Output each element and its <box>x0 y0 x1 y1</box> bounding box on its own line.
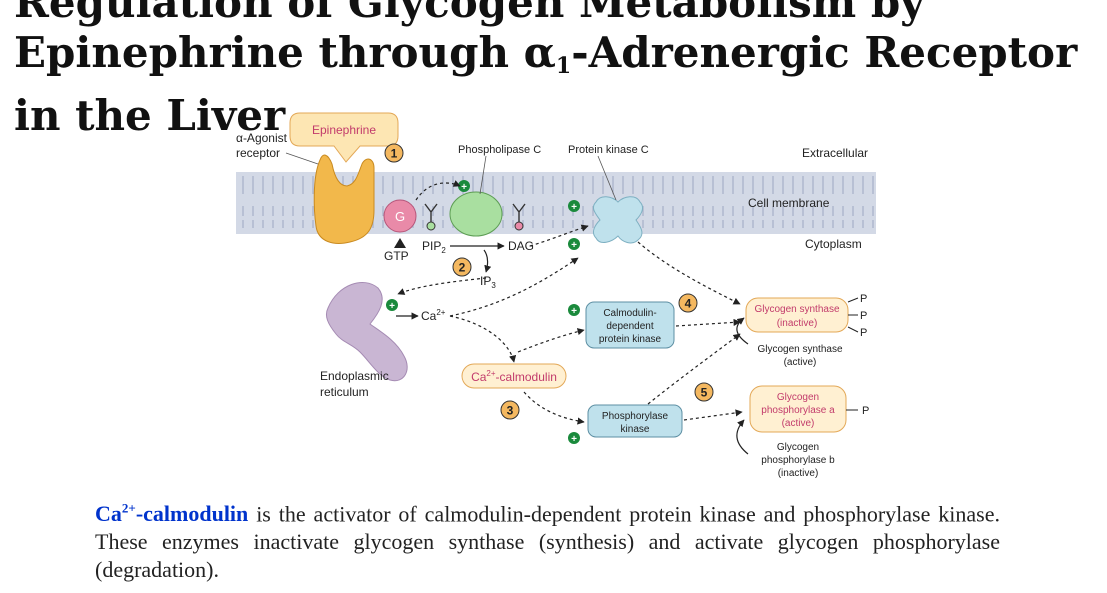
er-label-1: Endoplasmic <box>320 369 389 383</box>
protein-kinase-c <box>593 196 643 244</box>
ip3-label: IP3 <box>480 274 496 290</box>
svg-text:+: + <box>389 301 395 312</box>
ca-calmodulin-box: Ca2+-calmodulin <box>461 363 567 389</box>
glycogen-phosphorylase-a: Glycogen phosphorylase a (active) <box>749 385 847 433</box>
title-subscript: 1 <box>555 53 572 79</box>
protein-kinase-c-label: Protein kinase C <box>568 144 649 156</box>
svg-text:(active): (active) <box>782 418 815 429</box>
svg-text:(inactive): (inactive) <box>777 318 818 329</box>
svg-text:P: P <box>862 405 869 417</box>
cell-membrane-label: Cell membrane <box>748 196 830 210</box>
glycogen-synthase-inactive: Glycogen synthase (inactive) <box>745 297 849 333</box>
g-protein: G <box>383 199 417 248</box>
svg-text:P: P <box>860 293 867 305</box>
gs-active-label-1: Glycogen synthase <box>757 344 842 355</box>
epinephrine-label: Epinephrine <box>312 123 376 137</box>
activator-plus-pkc-top: + <box>568 200 580 213</box>
svg-text:Phosphorylase: Phosphorylase <box>602 411 669 422</box>
activator-plus-pkc-bottom: + <box>568 238 580 251</box>
gpb-label-2: phosphorylase b <box>761 455 835 466</box>
activator-plus-plc: + <box>458 180 470 193</box>
pathway-arrows <box>397 180 743 425</box>
page-title: Regulation of Glycogen Metabolism by Epi… <box>14 0 1078 140</box>
gpb-label-3: (inactive) <box>778 468 819 479</box>
svg-text:4: 4 <box>685 297 692 311</box>
gs-active-label-2: (active) <box>784 357 817 368</box>
agonist-receptor-label-1: α-Agonist <box>236 131 288 145</box>
step-4-badge: 4 <box>678 293 698 313</box>
svg-text:+: + <box>571 434 577 445</box>
dag-label: DAG <box>508 239 534 253</box>
activator-plus-camk: + <box>568 304 580 317</box>
caption-paragraph: Ca2+-calmodulin is the activator of calm… <box>95 495 1000 584</box>
phospholipase-c-label: Phospholipase C <box>458 144 541 156</box>
svg-text:P: P <box>860 310 867 322</box>
svg-text:+: + <box>571 240 577 251</box>
svg-text:+: + <box>571 306 577 317</box>
glycogen-synthase-phosphates: P P P <box>847 293 867 339</box>
calmodulin-dependent-protein-kinase: Calmodulin- dependent protein kinase <box>585 301 675 349</box>
phospholipase-c <box>449 191 503 237</box>
step-5-badge: 5 <box>694 382 714 402</box>
alpha-agonist-receptor <box>313 154 375 244</box>
step-2-badge: 2 <box>452 257 472 277</box>
svg-text:Ca2+-calmodulin: Ca2+-calmodulin <box>471 369 557 384</box>
svg-text:+: + <box>571 202 577 213</box>
svg-text:Glycogen synthase: Glycogen synthase <box>754 304 839 315</box>
step-3-badge: 3 <box>500 400 520 420</box>
caption-text: is the activator of calmodulin-dependent… <box>95 501 1000 583</box>
svg-text:2: 2 <box>459 261 466 275</box>
svg-text:protein kinase: protein kinase <box>599 334 662 345</box>
ca2-label: Ca2+ <box>421 308 446 323</box>
gpb-label-1: Glycogen <box>777 442 819 453</box>
er-label-2: reticulum <box>320 385 369 399</box>
gtp-label: GTP <box>384 249 409 263</box>
cytoplasm-label: Cytoplasm <box>805 237 862 251</box>
agonist-receptor-label-2: receptor <box>236 146 280 160</box>
activator-plus-er: + <box>386 299 398 312</box>
endoplasmic-reticulum <box>325 282 408 382</box>
svg-text:kinase: kinase <box>621 424 650 435</box>
extracellular-label: Extracellular <box>802 146 868 160</box>
pip2-label: PIP2 <box>422 239 446 255</box>
caption-highlight: Ca2+-calmodulin <box>95 501 249 527</box>
svg-text:phosphorylase a: phosphorylase a <box>761 405 835 416</box>
svg-text:G: G <box>395 209 405 224</box>
activator-plus-phk: + <box>568 432 580 445</box>
pip2-lipid-icon <box>424 203 438 231</box>
phosphorylase-kinase: Phosphorylase kinase <box>587 404 683 438</box>
svg-text:dependent: dependent <box>606 321 653 332</box>
svg-text:P: P <box>860 327 867 339</box>
glycogen-phosphorylase-phosphate: P <box>846 405 869 417</box>
svg-text:5: 5 <box>701 386 708 400</box>
epinephrine-bubble: Epinephrine <box>289 112 399 163</box>
svg-text:+: + <box>461 182 467 193</box>
svg-text:Calmodulin-: Calmodulin- <box>603 308 656 319</box>
glycogen-regulation-diagram: Extracellular Cell membrane Cytoplasm α-… <box>236 112 876 479</box>
step-1-badge: 1 <box>384 143 404 163</box>
svg-text:1: 1 <box>391 147 398 161</box>
svg-text:3: 3 <box>507 404 514 418</box>
dag-lipid-icon <box>512 203 526 231</box>
svg-text:Glycogen: Glycogen <box>777 392 819 403</box>
